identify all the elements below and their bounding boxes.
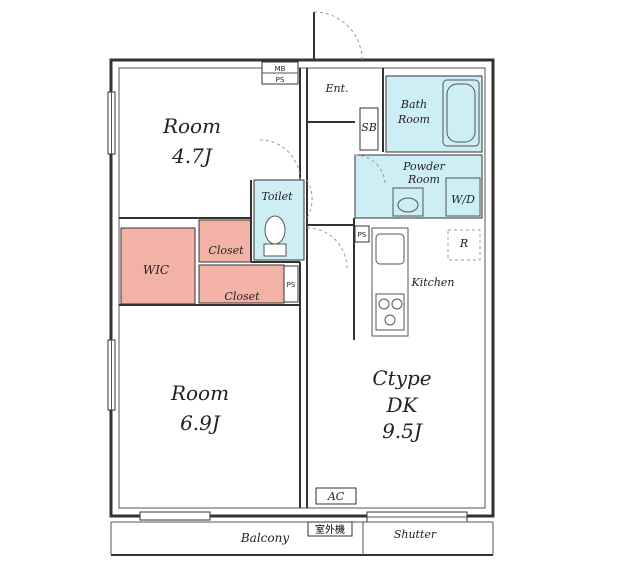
- bath-room-area: [385, 75, 483, 153]
- fridge-space: [447, 229, 481, 261]
- shutter-label: Shutter: [394, 528, 437, 541]
- kitchen-label: Kitchen: [411, 276, 455, 289]
- powder-label-line1: Powder: [402, 160, 446, 173]
- bathtub-inner: [446, 83, 476, 143]
- entrance-label: Ent.: [324, 82, 348, 95]
- door-swing-powder: [354, 154, 386, 186]
- closet2-label: Closet: [224, 290, 260, 303]
- closet1-label: Closet: [208, 244, 244, 257]
- wic-label: WIC: [143, 263, 169, 277]
- closet-upper-area: [198, 219, 252, 263]
- room1-name: Room: [162, 114, 221, 138]
- bath-label-line1: Bath: [400, 98, 427, 111]
- room1-size: 4.7J: [171, 144, 213, 168]
- bathtub: [442, 79, 480, 147]
- fridge-label: R: [459, 237, 468, 250]
- outer-wall: [109, 58, 495, 518]
- shoe-box: [359, 107, 379, 151]
- interior-walls: [119, 68, 384, 508]
- ps-kitchen-label: PS: [358, 231, 367, 239]
- toilet-bowl: [264, 215, 286, 245]
- balcony-label: Balcony: [240, 531, 289, 545]
- door-swing-toilet: [306, 179, 313, 219]
- ac-unit: [315, 487, 357, 505]
- wic-area: [120, 227, 196, 305]
- outdoor-unit-box: [307, 521, 353, 537]
- inner-outline: [118, 67, 486, 509]
- outdoor-unit-label: 室外機: [315, 523, 345, 536]
- kitchen-sink: [375, 233, 405, 265]
- ps-top-label: PS: [276, 76, 285, 84]
- dk-name: DK: [386, 393, 419, 417]
- ps-mid-label: PS: [287, 281, 296, 289]
- bath-label-line2: Room: [397, 113, 430, 126]
- cooktop: [375, 293, 405, 331]
- dk-type: Ctype: [372, 366, 431, 390]
- room2-name: Room: [170, 381, 229, 405]
- ps-box-kitchen: [354, 225, 370, 243]
- washbasin-bowl: [397, 197, 419, 213]
- closet-lower-area: [198, 264, 285, 304]
- powder-label-line2: Room: [407, 173, 440, 186]
- powder-room-area: [354, 154, 483, 219]
- balcony: [110, 521, 494, 556]
- burner-2: [391, 298, 403, 310]
- sb-label: SB: [361, 121, 377, 134]
- washbasin: [392, 187, 424, 217]
- room2-size: 6.9J: [180, 411, 221, 435]
- window-room2-bottom: [139, 511, 211, 521]
- door-swing-room1: [259, 139, 301, 181]
- door-swing-dk: [306, 227, 348, 269]
- toilet-label: Toilet: [261, 190, 293, 203]
- dk-size: 9.5J: [382, 419, 423, 443]
- washer-dryer: [445, 177, 481, 217]
- ac-label: AC: [327, 490, 345, 503]
- wd-label: W/D: [451, 193, 475, 206]
- burner-3: [384, 314, 396, 326]
- mb-label: MB: [275, 65, 286, 73]
- toilet-tank: [263, 243, 287, 257]
- kitchen-counter: [371, 227, 409, 337]
- entrance-door: [313, 11, 363, 61]
- ps-box-mid: [283, 265, 299, 303]
- burner-1: [378, 298, 390, 310]
